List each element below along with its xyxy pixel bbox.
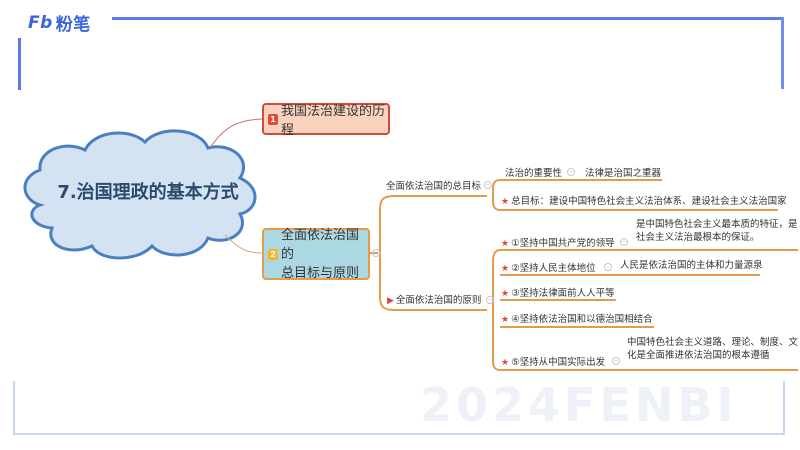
logo-text: 粉笔 (55, 15, 91, 35)
collapse-toggle-icon[interactable]: − (612, 357, 620, 365)
branch-2-goals-principles[interactable]: 2 全面依法治国的 总目标与原则 (262, 227, 370, 281)
principle-2[interactable]: ★②坚持人民主体地位 (501, 263, 596, 274)
collapse-toggle-icon[interactable]: − (620, 238, 628, 246)
principle-5[interactable]: ★⑤坚持从中国实际出发 (501, 357, 606, 368)
collapse-toggle-icon[interactable]: − (604, 263, 612, 271)
subtopic-overall-goal[interactable]: 全面依法治国的总目标 (386, 181, 482, 192)
star-icon: ★ (501, 289, 510, 299)
watermark: 2024FENBI (420, 378, 738, 432)
fenbi-logo: Fb 粉笔 (28, 10, 91, 36)
frame-bottom-box (13, 381, 785, 435)
topic-overall-goal-statement[interactable]: ★总目标：建设中国特色社会主义法治体系、建设社会主义法治国家 (501, 196, 787, 207)
branch-1-history[interactable]: 1 我国法治建设的历程 (262, 103, 390, 138)
flag-icon: ▶ (387, 296, 394, 306)
frame-right-line (781, 17, 784, 89)
principle-1[interactable]: ★①坚持中国共产党的领导 (501, 238, 615, 249)
star-icon: ★ (501, 358, 510, 368)
root-topic[interactable]: 7.治国理政的基本方式 (57, 182, 239, 203)
priority-2-badge: 2 (268, 248, 278, 260)
root-cloud-shape (23, 129, 257, 260)
frame-top-line (112, 17, 784, 20)
priority-1-badge: 1 (268, 113, 278, 125)
collapse-toggle-icon[interactable]: − (484, 181, 492, 189)
principle-5-detail: 中国特色社会主义道路、理论、制度、文 化是全面推进依法治国的根本遵循 (627, 337, 799, 361)
topic-importance-of-rule-of-law[interactable]: 法治的重要性 (505, 168, 563, 179)
branch-1-label: 我国法治建设的历程 (281, 104, 386, 138)
collapse-toggle-icon[interactable]: − (372, 249, 380, 257)
detail-law-important-tool: 法律是治国之重器 (585, 168, 662, 179)
principle-4[interactable]: ★④坚持依法治国和以德治国相结合 (501, 314, 653, 325)
star-icon: ★ (501, 239, 510, 249)
star-icon: ★ (501, 264, 510, 274)
star-icon: ★ (501, 197, 510, 207)
principle-1-detail: 是中国特色社会主义最本质的特征，是 社会主义法治最根本的保证。 (636, 219, 798, 243)
principle-3[interactable]: ★③坚持法律面前人人平等 (501, 288, 615, 299)
collapse-toggle-icon[interactable]: − (567, 168, 575, 176)
principle-2-detail: 人民是依法治国的主体和力量源泉 (620, 260, 763, 271)
frame-left-line (18, 38, 21, 90)
collapse-toggle-icon[interactable]: − (486, 296, 494, 304)
branch-2-label: 全面依法治国的 总目标与原则 (281, 227, 360, 281)
star-icon: ★ (501, 315, 510, 325)
subtopic-principles[interactable]: ▶全面依法治国的原则 (387, 295, 482, 306)
logo-mark: Fb (28, 12, 53, 33)
